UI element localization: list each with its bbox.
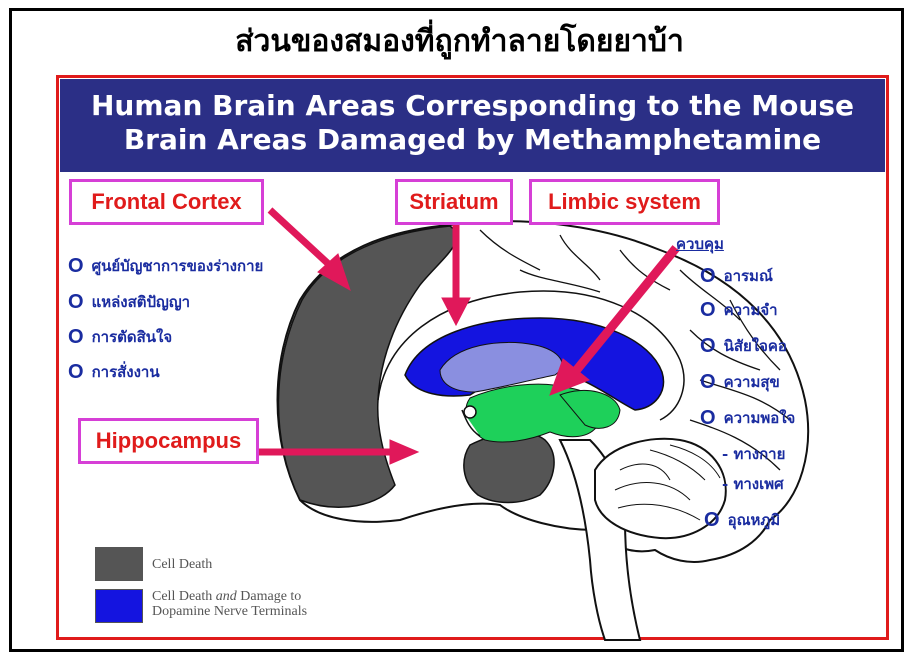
right-list-item: O ความสุข [700,370,780,394]
right-list-item: O ความจำ [700,298,778,322]
right-list-item: O อุณหภูมิ [704,508,780,532]
left-list-item: O แหล่งสติปัญญา [68,290,190,314]
label-striatum: Striatum [395,179,513,225]
right-list-item: O ความพอใจ [700,406,795,430]
legend-damage-text-2: Dopamine Nerve Terminals [152,604,307,619]
right-list-item: O นิสัยใจคอ [700,334,787,358]
left-list-item: O ศูนย์บัญชาการของร่างกาย [68,254,263,278]
legend-damage-text-em: and [216,589,237,604]
bullet-o: O [700,265,716,287]
left-item-text: แหล่งสติปัญญา [92,293,190,311]
bullet-o: O [700,335,716,357]
legend-label-damage: Cell Death and Damage to Dopamine Nerve … [152,589,307,619]
left-list-item: O การสั่งงาน [68,360,160,384]
bullet-o: O [700,299,716,321]
right-item-text: ความพอใจ [724,409,796,427]
label-limbic-system: Limbic system [529,179,720,225]
right-item-text: นิสัยใจคอ [724,337,787,355]
bullet-o: O [68,291,84,313]
bullet-o: O [68,326,84,348]
right-item-text: อุณหภูมิ [728,511,781,529]
hippocampus-gray-region [464,432,554,502]
left-item-text: การตัดสินใจ [92,328,173,346]
bullet-o: O [700,371,716,393]
legend-swatch-damage [95,589,143,623]
frontal-arrow [270,210,335,270]
right-item-text: อารมณ์ [724,267,773,285]
legend-label-cell-death: Cell Death [152,557,212,572]
right-item-text: ความสุข [724,373,780,391]
left-item-text: การสั่งงาน [92,363,160,381]
legend-swatch-cell-death [95,547,143,581]
right-sub-item: - ทางกาย [722,442,785,466]
bullet-o: O [704,509,720,531]
bullet-o: O [700,407,716,429]
right-item-text: ความจำ [724,301,778,319]
legend-damage-text-b: Damage to [237,589,302,604]
label-hippocampus: Hippocampus [78,418,259,464]
bullet-o: O [68,361,84,383]
left-list-item: O การตัดสินใจ [68,325,172,349]
right-list-header: ควบคุม [676,232,724,256]
right-sub-item: - ทางเพศ [722,472,784,496]
right-list-item: O อารมณ์ [700,264,773,288]
fornix-node [464,406,476,418]
left-item-text: ศูนย์บัญชาการของร่างกาย [92,257,264,275]
bullet-o: O [68,255,84,277]
legend-damage-text-a: Cell Death [152,589,216,604]
label-frontal-cortex: Frontal Cortex [69,179,264,225]
